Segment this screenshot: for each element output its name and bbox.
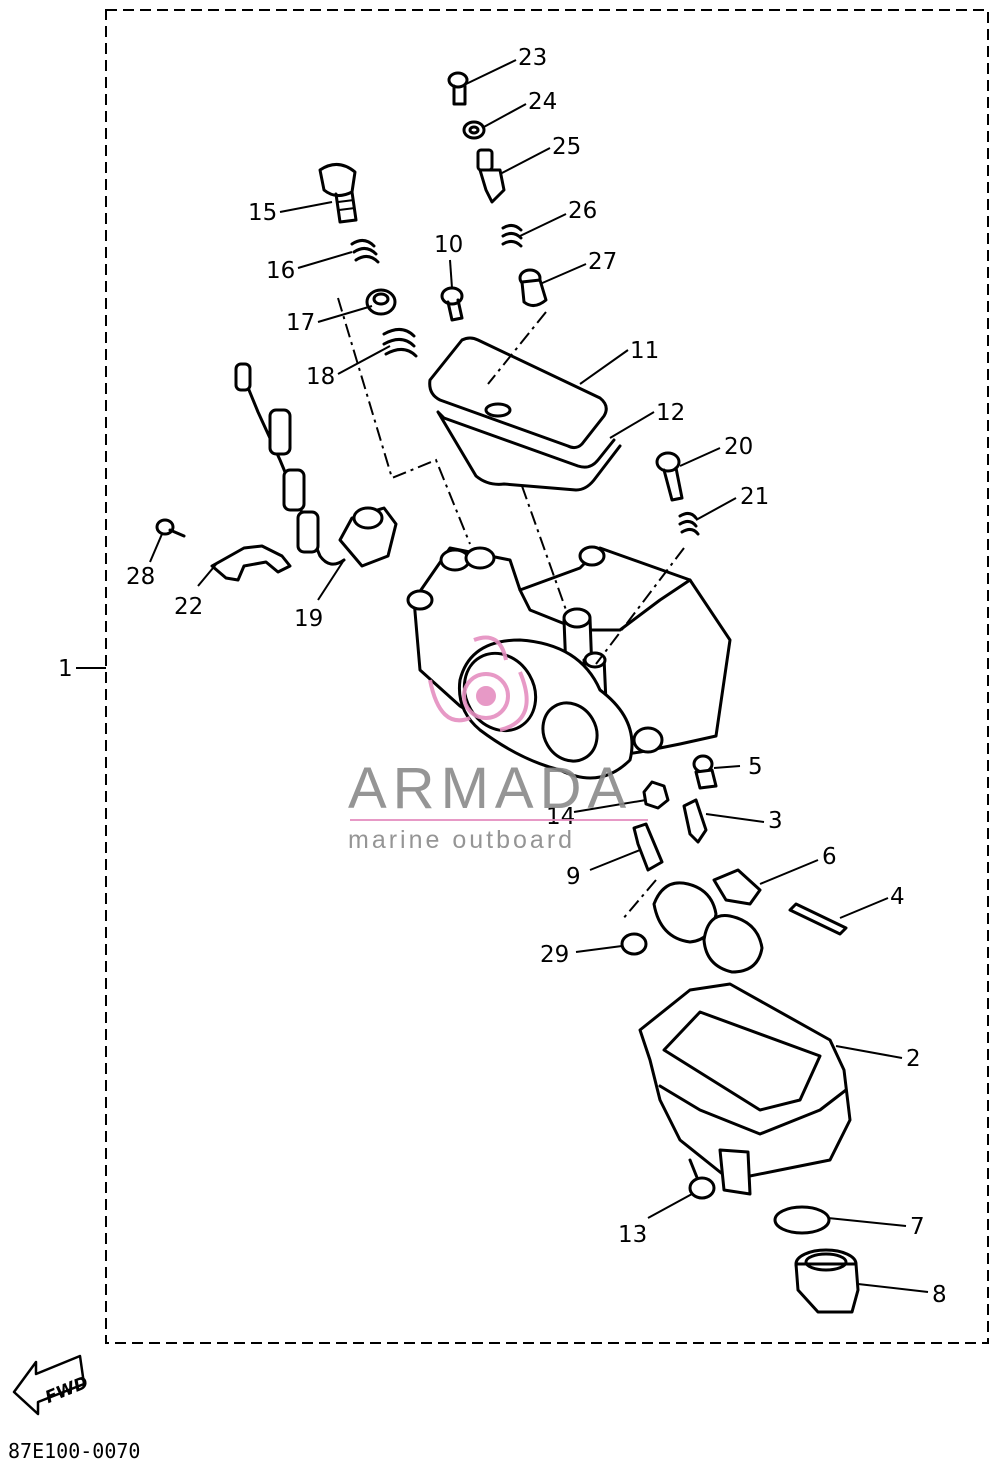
part-16-spring — [350, 239, 380, 264]
callout-12: 12 — [656, 400, 685, 426]
callout-7: 7 — [910, 1214, 925, 1240]
callout-labels: 23 24 25 26 27 15 16 17 18 10 11 12 20 2… — [126, 45, 947, 1308]
callout-29: 29 — [540, 942, 569, 968]
callout-23: 23 — [518, 45, 547, 71]
part-24-washer — [462, 120, 486, 140]
assembly-label: 1 — [58, 656, 73, 682]
callout-13: 13 — [618, 1222, 647, 1248]
callout-27: 27 — [588, 249, 617, 275]
callout-9: 9 — [566, 864, 581, 890]
part-22-bracket — [210, 544, 292, 582]
part-10-screw — [440, 286, 464, 322]
callout-15: 15 — [248, 200, 277, 226]
leader-lines — [149, 59, 929, 1293]
part-4-float-pin — [788, 902, 848, 936]
drawing-code: 87E100-0070 — [8, 1439, 140, 1463]
watermark-brand: ARMADA — [348, 756, 632, 821]
callout-16: 16 — [266, 258, 295, 284]
callout-22: 22 — [174, 594, 203, 620]
carburetor-body — [406, 545, 732, 780]
part-9-nozzle — [632, 822, 664, 872]
part-19-sensor-harness — [234, 362, 398, 568]
part-26-spring — [501, 223, 523, 248]
part-25-fitting — [476, 148, 506, 204]
callout-20: 20 — [724, 434, 753, 460]
part-5-screw — [692, 754, 718, 790]
part-27-plunger — [518, 268, 548, 307]
callout-3: 3 — [768, 808, 783, 834]
armada-watermark: ARMADA marine outboard — [348, 635, 648, 854]
part-23-screw — [447, 71, 469, 106]
callout-26: 26 — [568, 198, 597, 224]
part-20-screw — [655, 451, 684, 502]
part-18-spring — [382, 328, 418, 358]
part-11-cover — [428, 336, 608, 450]
callout-14: 14 — [546, 804, 575, 830]
part-12-gasket — [436, 410, 622, 492]
callout-28: 28 — [126, 564, 155, 590]
part-28-screw — [155, 518, 186, 538]
armada-logo-icon — [428, 635, 529, 732]
part-6-float — [652, 868, 764, 974]
part-14-jet — [642, 780, 670, 810]
callout-21: 21 — [740, 484, 769, 510]
part-3-needle-valve — [682, 798, 708, 844]
part-21-spring — [678, 511, 700, 536]
assembly-frame — [105, 9, 989, 1344]
callout-5: 5 — [748, 754, 763, 780]
callout-24: 24 — [528, 89, 557, 115]
watermark-tagline: marine outboard — [348, 826, 575, 854]
callout-8: 8 — [932, 1282, 947, 1308]
fwd-arrow-icon: FWD — [12, 1354, 91, 1416]
callout-18: 18 — [306, 364, 335, 390]
part-7-o-ring — [773, 1205, 831, 1235]
callout-11: 11 — [630, 338, 659, 364]
callout-10: 10 — [434, 232, 463, 258]
part-13-screw — [688, 1158, 716, 1200]
callout-4: 4 — [890, 884, 905, 910]
part-8-drain-plug — [794, 1248, 860, 1314]
part-2-float-bowl — [638, 982, 852, 1196]
part-15-pilot-screw — [318, 163, 358, 224]
callout-25: 25 — [552, 134, 581, 160]
part-17-washer — [365, 288, 397, 316]
callout-17: 17 — [286, 310, 315, 336]
callout-2: 2 — [906, 1046, 921, 1072]
part-29-plug — [620, 932, 648, 956]
callout-19: 19 — [294, 606, 323, 632]
alignment-lines — [337, 297, 685, 921]
callout-6: 6 — [822, 844, 837, 870]
